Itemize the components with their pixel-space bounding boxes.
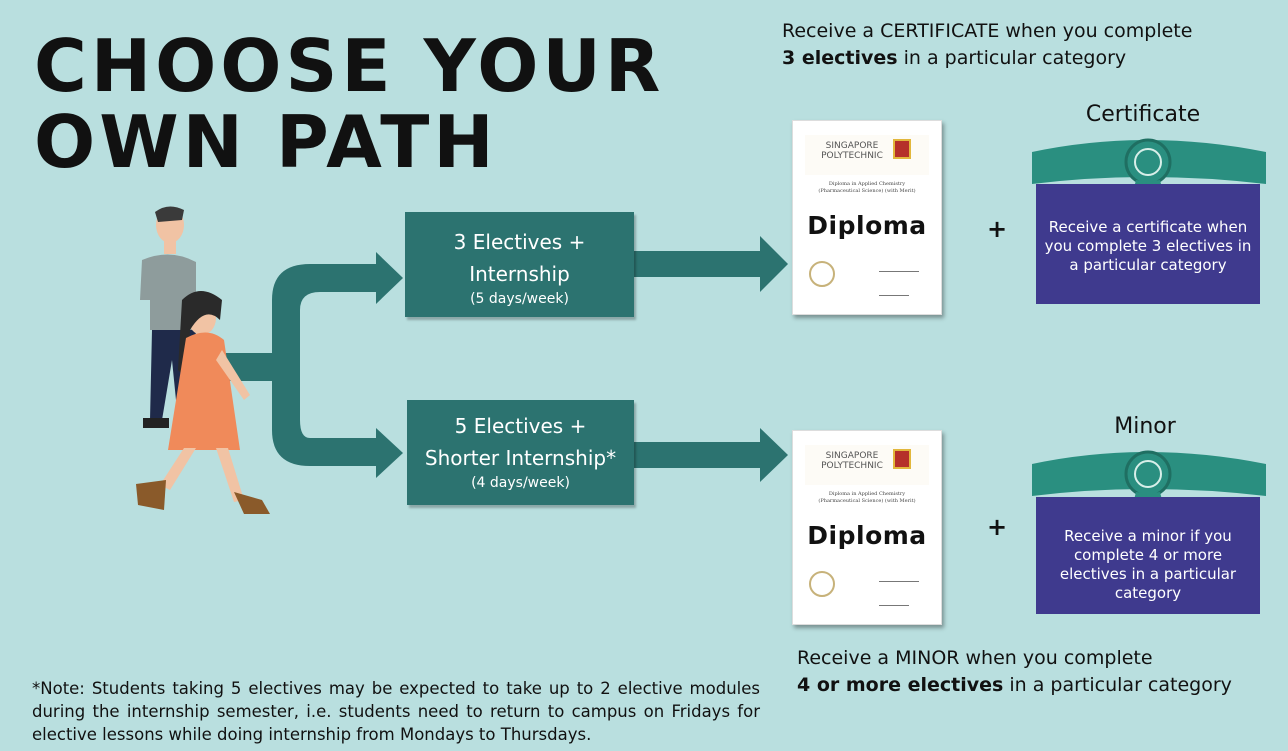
signature-line xyxy=(879,261,919,272)
minor-box: Receive a minor if you complete 4 or mor… xyxy=(1036,497,1260,614)
certificate-box: Receive a certificate when you complete … xyxy=(1036,184,1260,304)
diploma-word: Diploma xyxy=(807,521,927,550)
diploma-org-line-2: POLYTECHNIC xyxy=(821,461,883,471)
diploma-seal-icon xyxy=(809,571,835,597)
signature-line xyxy=(879,597,909,606)
diploma-seal-icon xyxy=(809,261,835,287)
plus-sign: + xyxy=(987,215,1008,243)
diploma-org-line-2: POLYTECHNIC xyxy=(821,151,883,161)
certificate-note-line-2: 3 electives in a particular category xyxy=(782,45,1282,72)
signature-line xyxy=(879,287,909,296)
certificate-note: Receive a CERTIFICATE when you complete … xyxy=(782,18,1282,72)
path-2-line-1: 5 Electives + xyxy=(454,414,587,438)
certificate-note-line-1: Receive a CERTIFICATE when you complete xyxy=(782,20,1193,42)
minor-note-bold: 4 or more electives xyxy=(797,674,1004,696)
signature-line xyxy=(879,571,919,582)
path-2-line-2: Shorter Internship* xyxy=(424,446,617,470)
branch-connector xyxy=(215,252,403,478)
certificate-title: Certificate xyxy=(1085,102,1201,127)
minor-note-line-1: Receive a MINOR when you complete xyxy=(797,647,1153,669)
crest-icon xyxy=(893,139,911,159)
arrow-to-diploma-2 xyxy=(634,428,788,482)
minor-note-line-2: 4 or more electives in a particular cate… xyxy=(797,672,1287,699)
title-line-1: CHOOSE YOUR xyxy=(34,24,665,108)
minor-note: Receive a MINOR when you complete 4 or m… xyxy=(797,645,1287,699)
arrow-right-icon xyxy=(376,252,403,304)
arrow-to-diploma-1 xyxy=(634,236,788,292)
diploma-card-2: SINGAPORE POLYTECHNIC Diploma in Applied… xyxy=(792,430,942,625)
diploma-small-text: Diploma in Applied Chemistry (Pharmaceut… xyxy=(818,181,916,194)
diploma-org: SINGAPORE POLYTECHNIC xyxy=(817,451,887,471)
diploma-small-text: Diploma in Applied Chemistry (Pharmaceut… xyxy=(818,491,916,504)
page-title: CHOOSE YOUR OWN PATH xyxy=(34,28,714,180)
diploma-org-line-1: SINGAPORE xyxy=(825,141,879,151)
path-option-1: 3 Electives + Internship (5 days/week) xyxy=(405,212,634,317)
diploma-word: Diploma xyxy=(807,211,927,240)
minor-note-rest: in a particular category xyxy=(1003,674,1232,696)
path-2-sub: (4 days/week) xyxy=(471,475,570,491)
diploma-org: SINGAPORE POLYTECHNIC xyxy=(817,141,887,161)
arrow-right-icon xyxy=(376,428,403,478)
path-1-sub: (5 days/week) xyxy=(470,291,569,307)
footnote: *Note: Students taking 5 electives may b… xyxy=(32,679,760,744)
crest-icon xyxy=(893,449,911,469)
diploma-org-line-1: SINGAPORE xyxy=(825,451,879,461)
diploma-card-1: SINGAPORE POLYTECHNIC Diploma in Applied… xyxy=(792,120,942,315)
certificate-note-bold: 3 electives xyxy=(782,47,898,69)
path-1-line-1: 3 Electives + xyxy=(453,230,586,254)
title-line-2: OWN PATH xyxy=(34,100,498,184)
path-option-2: 5 Electives + Shorter Internship* (4 day… xyxy=(407,400,634,505)
certificate-note-rest: in a particular category xyxy=(897,47,1127,69)
path-1-line-2: Internship xyxy=(469,262,570,286)
plus-sign: + xyxy=(987,513,1008,541)
minor-title: Minor xyxy=(1114,414,1176,439)
people-walking-illustration xyxy=(136,206,270,514)
